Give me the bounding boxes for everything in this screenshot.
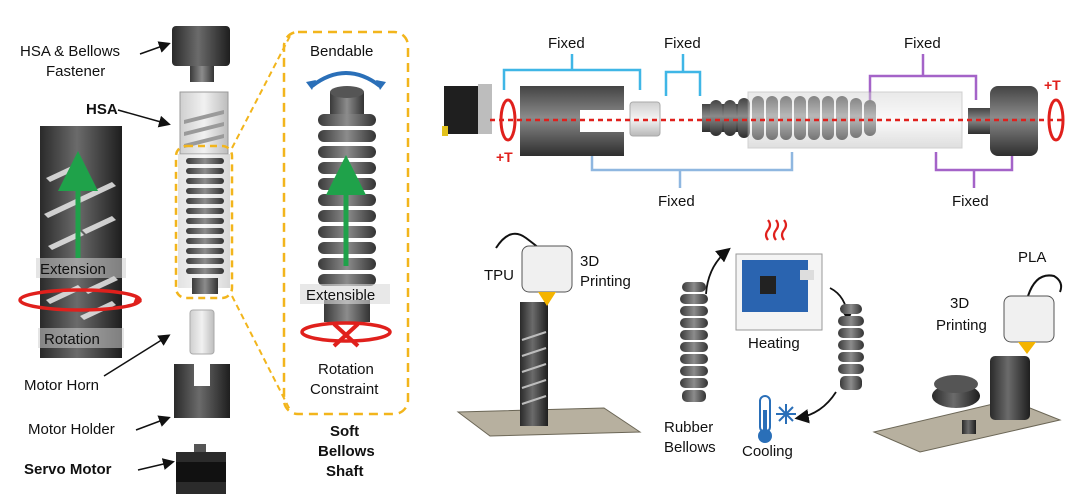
cooling-icon (758, 395, 796, 443)
highlight-box-large (282, 30, 410, 416)
servo-side (444, 86, 478, 134)
fixed-label-4: Fixed (658, 193, 695, 210)
fastener-label-line2: Fastener (46, 63, 105, 80)
motor-horn (189, 309, 215, 355)
nozzle-1 (538, 292, 556, 306)
extensible-label: Extensible (306, 287, 375, 304)
servo-motor-label: Servo Motor (24, 461, 112, 478)
extension-label: Extension (40, 261, 106, 278)
motor-holder-label: Motor Holder (28, 421, 115, 438)
fastener-cap (172, 26, 230, 66)
printed-fastener (990, 356, 1030, 420)
fixed-bracket-2 (664, 70, 702, 96)
torque-arrow-left (499, 98, 517, 142)
printed-horn (962, 420, 976, 434)
assembly-panel: Fixed Fixed Fixed Fixed Fixed (442, 35, 1066, 210)
rotation-constraint-cross (332, 322, 360, 348)
heat-icon (764, 219, 788, 241)
detail-connector-top (231, 35, 291, 149)
servo-motor-pointer (137, 458, 175, 471)
motor-horn-pointer (103, 334, 171, 377)
hsa-pointer (117, 109, 171, 128)
rotation-label: Rotation (44, 331, 100, 348)
nozzle-2 (1018, 342, 1036, 354)
rubber-bellows-after (838, 304, 864, 390)
cycle-arrow-2 (829, 287, 855, 322)
hsa-closeup-tube (40, 126, 122, 358)
caption-line3: Shaft (326, 463, 364, 480)
bendable-label: Bendable (310, 43, 373, 60)
fixed-label-1: Fixed (548, 35, 585, 52)
print-head-1 (521, 245, 573, 293)
rotation-constraint-line2: Constraint (310, 381, 379, 398)
heating-label: Heating (748, 335, 800, 352)
fixed-bracket-4 (590, 152, 794, 172)
tpu-label: TPU (484, 267, 514, 284)
rubber-bellows-before (680, 282, 708, 402)
fixed-label-2: Fixed (664, 35, 701, 52)
detail-panel: Bendable Extensible Rotation Constraint … (282, 30, 410, 480)
caption-line1: Soft (330, 423, 359, 440)
cycle-arrow-1 (705, 247, 731, 295)
exploded-stack (172, 26, 234, 494)
fixed-label-3: Fixed (904, 35, 941, 52)
fastener-label-line1: HSA & Bellows (20, 43, 120, 60)
fabrication-panel: TPU 3D Printing Rubber Bellows Heating (456, 219, 1063, 460)
caption-line2: Bellows (318, 443, 375, 460)
motor-horn-label: Motor Horn (24, 377, 99, 394)
detail-connector-bottom (231, 295, 291, 411)
print-head-2 (1003, 295, 1055, 343)
print2-line2: Printing (936, 317, 987, 334)
base-plate-1 (456, 407, 642, 437)
cooling-label: Cooling (742, 443, 793, 460)
cycle-arrow-3 (794, 391, 837, 424)
rotation-constraint-arrow (300, 321, 392, 343)
print1-line1: 3D (580, 253, 599, 270)
torque-left-label: +T (496, 149, 513, 165)
motor-holder (174, 364, 230, 418)
pla-label: PLA (1018, 249, 1046, 266)
hsa-label: HSA (86, 101, 118, 118)
rotation-constraint-line1: Rotation (318, 361, 374, 378)
torque-arrow-right (1047, 98, 1065, 142)
bend-arrow (310, 71, 382, 88)
bellows-stack (186, 158, 224, 294)
fixed-label-5: Fixed (952, 193, 989, 210)
torque-right-label: +T (1044, 77, 1061, 93)
print2-line1: 3D (950, 295, 969, 312)
highlight-box-small (174, 144, 234, 300)
pla-filament (1027, 274, 1063, 297)
fastener-pointer (139, 41, 171, 55)
rubber-line2: Bellows (664, 439, 716, 456)
rubber-line1: Rubber (664, 419, 713, 436)
print1-line2: Printing (580, 273, 631, 290)
motor-holder-pointer (135, 415, 171, 431)
left-panel: HSA & Bellows Fastener HSA Extension Rot… (18, 41, 175, 478)
